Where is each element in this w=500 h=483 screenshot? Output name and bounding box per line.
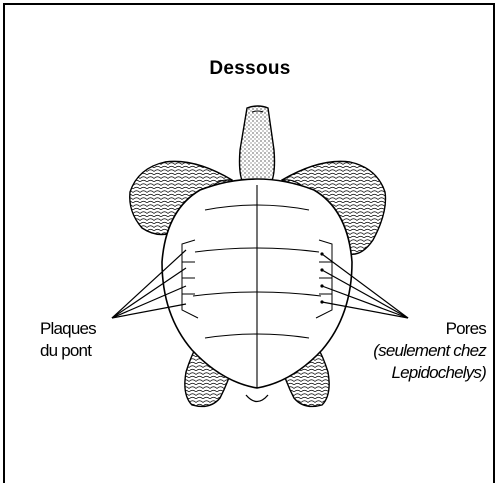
pores-label-line2: (seulement chez <box>373 340 486 362</box>
pores-label-line1: Pores <box>373 318 486 340</box>
bridge-plates-label: Plaques du pont <box>40 318 96 362</box>
bridge-plates-label-line1: Plaques <box>40 318 96 340</box>
turtle-head <box>240 106 275 185</box>
plastron <box>162 179 352 388</box>
turtle-tail <box>246 395 268 402</box>
pores-label: Pores (seulement chez Lepidochelys) <box>373 318 486 384</box>
pores-label-line3: Lepidochelys) <box>373 362 486 384</box>
bridge-plates-label-line2: du pont <box>40 340 96 362</box>
